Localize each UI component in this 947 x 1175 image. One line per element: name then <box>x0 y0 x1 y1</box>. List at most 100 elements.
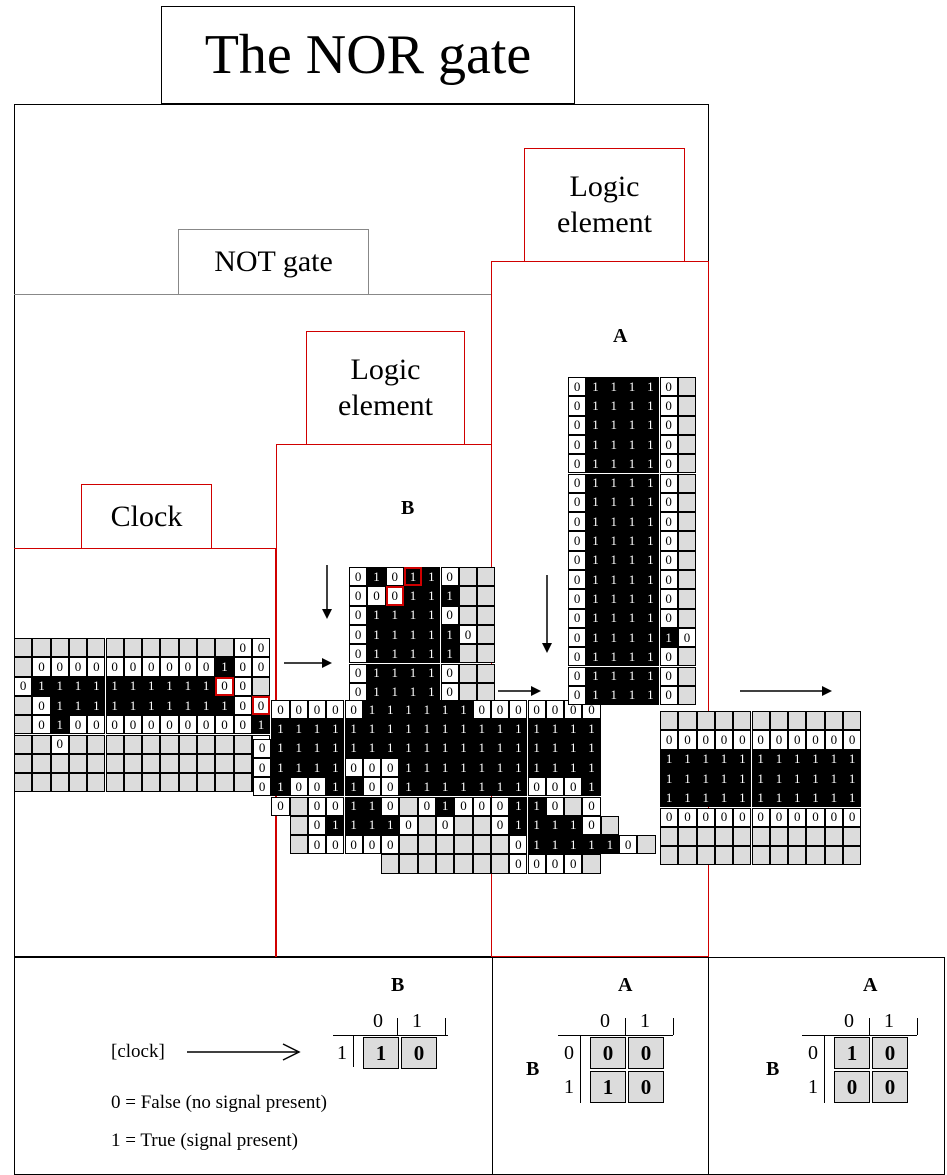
automaton-cell: 0 <box>527 854 546 874</box>
automaton-cell: 0 <box>215 676 234 696</box>
automaton-cell <box>14 715 33 735</box>
automaton-cell: 1 <box>160 676 179 696</box>
automaton-cell <box>714 826 734 847</box>
automaton-cell: 1 <box>586 666 605 686</box>
automaton-cell: 1 <box>622 415 642 435</box>
automaton-cell: 1 <box>545 815 565 836</box>
input-a-label: A <box>613 325 628 347</box>
input-b-label: B <box>401 497 415 519</box>
automaton-cell: 1 <box>714 768 734 789</box>
automaton-cell: 1 <box>422 644 441 664</box>
automaton-cell <box>32 753 51 774</box>
automaton-cell: 1 <box>641 550 660 570</box>
automaton-cell: 0 <box>160 715 179 735</box>
automaton-cell <box>733 846 752 866</box>
automaton-cell: 1 <box>271 738 290 758</box>
automaton-cell: 0 <box>349 605 368 625</box>
automaton-cell: 1 <box>87 676 106 696</box>
automaton-cell: 1 <box>362 815 382 836</box>
automaton-cell: 1 <box>751 749 770 769</box>
automaton-cell: 1 <box>422 663 441 683</box>
automaton-cell: 0 <box>367 586 386 606</box>
automaton-cell: 0 <box>568 647 587 667</box>
automaton-cell: 1 <box>197 695 216 716</box>
automaton-cell <box>251 676 271 696</box>
automaton-cell: 1 <box>344 796 363 816</box>
automaton-cell: 0 <box>490 815 510 836</box>
automaton-cell <box>677 473 697 493</box>
automaton-cell: 1 <box>381 815 400 836</box>
automaton-cell: 1 <box>105 695 124 716</box>
automaton-cell: 0 <box>253 777 272 797</box>
automaton-cell: 1 <box>604 685 623 706</box>
automaton-cell: 1 <box>367 567 386 587</box>
automaton-cell: 0 <box>344 757 363 778</box>
automaton-cell: 1 <box>604 434 623 455</box>
automaton-cell: 0 <box>233 695 252 716</box>
automaton-cell <box>381 854 400 874</box>
automaton-cell: 1 <box>824 788 843 808</box>
automaton-cell: 0 <box>659 531 678 551</box>
automaton-cell: 0 <box>545 777 565 797</box>
automaton-cell: 1 <box>586 531 605 551</box>
automaton-cell: 0 <box>490 796 510 816</box>
automaton-cell: 0 <box>349 663 368 683</box>
automaton-cell: 1 <box>326 738 345 758</box>
automaton-cell <box>436 835 455 855</box>
automaton-cell: 0 <box>568 685 587 706</box>
automaton-cell: 0 <box>417 796 436 816</box>
tt2-row-var: B <box>526 1058 540 1080</box>
automaton-cell: 1 <box>50 695 69 716</box>
automaton-cell <box>123 734 143 754</box>
automaton-cell: 0 <box>344 835 363 855</box>
automaton-cell: 0 <box>105 657 124 677</box>
automaton-cell: 0 <box>806 730 825 750</box>
tt1-cell: 0 <box>401 1037 437 1069</box>
automaton-cell: 1 <box>733 788 752 808</box>
automaton-cell: 1 <box>307 738 327 758</box>
automaton-cell: 1 <box>436 738 455 758</box>
automaton-cell <box>215 734 234 754</box>
automaton-cell: 1 <box>417 757 436 778</box>
automaton-cell: 0 <box>659 473 678 493</box>
automaton-cell <box>417 835 436 855</box>
automaton-cell: 1 <box>527 815 546 836</box>
automaton-cell <box>215 638 234 658</box>
automaton-cell: 0 <box>307 835 327 855</box>
automaton-cell <box>197 753 216 774</box>
automaton-cell: 1 <box>641 531 660 551</box>
automaton-cell: 1 <box>582 777 601 797</box>
automaton-cell <box>824 826 843 847</box>
automaton-cell: 0 <box>659 434 678 455</box>
automaton-cell: 1 <box>604 647 623 667</box>
tt3-cell: 0 <box>872 1071 908 1103</box>
automaton-cell <box>105 773 124 793</box>
automaton-cell <box>50 773 69 793</box>
automaton-cell <box>289 835 308 855</box>
automaton-cell <box>490 835 510 855</box>
automaton-cell: 1 <box>604 570 623 590</box>
automaton-cell <box>14 773 33 793</box>
automaton-cell <box>600 815 619 836</box>
automaton-cell <box>123 773 143 793</box>
automaton-cell: 1 <box>490 757 510 778</box>
legend-panel: B 0 1 1 1 0 [clock] 0 = False (no signal… <box>14 957 493 1175</box>
automaton-cell <box>454 854 473 874</box>
automaton-cell: 0 <box>568 492 587 513</box>
automaton-cell: 0 <box>251 638 271 658</box>
automaton-cell <box>472 854 491 874</box>
automaton-cell <box>87 638 106 658</box>
automaton-cell: 0 <box>545 700 565 720</box>
automaton-cell <box>142 734 161 754</box>
tt3-cell: 0 <box>834 1071 870 1103</box>
automaton-cell <box>233 773 252 793</box>
automaton-cell: 1 <box>399 700 418 720</box>
automaton-cell <box>233 734 252 754</box>
truth-table-panel-3: A 0 1 B 0 1 1 0 0 0 <box>708 957 945 1175</box>
automaton-cell <box>696 826 715 847</box>
automaton-cell: 1 <box>472 738 491 758</box>
automaton-cell: 1 <box>843 749 862 769</box>
automaton-cell: 1 <box>641 666 660 686</box>
automaton-cell: 0 <box>472 796 491 816</box>
automaton-cell: 1 <box>454 738 473 758</box>
